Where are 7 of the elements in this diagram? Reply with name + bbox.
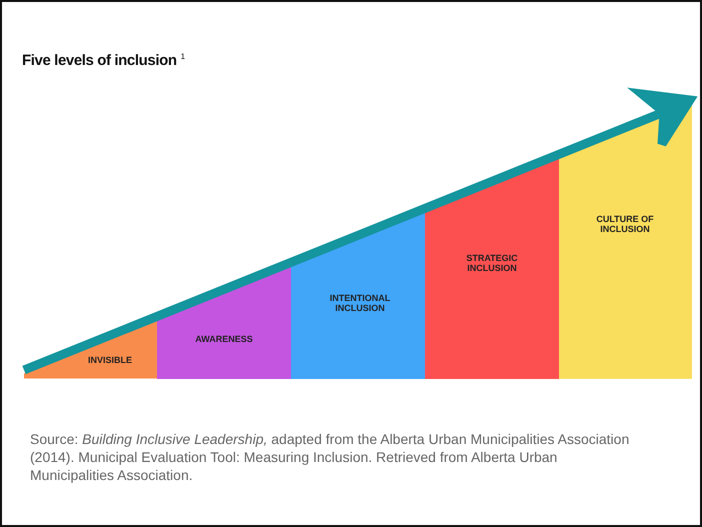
level-label: INTENTIONAL INCLUSION [328, 292, 392, 313]
title: Five levels of inclusion$^{1}$ [22, 52, 185, 69]
level-label: CULTURE OF INCLUSION [595, 214, 655, 234]
level-label: INVISIBLE [86, 354, 133, 365]
level-label: AWARENESS [194, 334, 254, 344]
source-note: Source: Building Inclusive Leadership, adapted from the Alberta Urban Municipalities Association (2014). Municipal Evaluation Tool: Measuring Inclusion. Retrieved from Alberta Urban Municipalities Association. [30, 430, 630, 484]
level-label: STRATEGIC INCLUSION [465, 252, 519, 273]
